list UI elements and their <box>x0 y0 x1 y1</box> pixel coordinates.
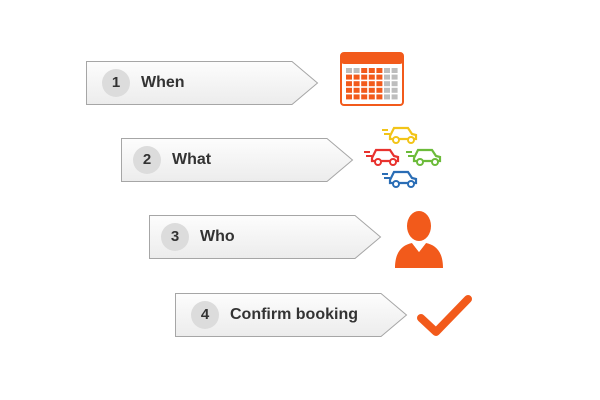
step-arrow-shape <box>121 138 354 182</box>
step-who[interactable]: 3 Who <box>149 215 382 259</box>
calendar-day-cell <box>368 94 375 100</box>
calendar-day-cell <box>361 87 368 93</box>
calendar-day-cell <box>384 87 390 93</box>
car-red-icon <box>364 148 400 166</box>
calendar-day-cell <box>384 74 390 80</box>
calendar-day-cell <box>346 94 352 100</box>
step-when[interactable]: 1 When <box>86 61 319 105</box>
step-what[interactable]: 2 What <box>121 138 354 182</box>
calendar-day-cell <box>353 81 360 87</box>
step-arrow-shape <box>149 215 382 259</box>
calendar-day-cell <box>361 74 368 80</box>
car-green-icon <box>406 148 442 166</box>
step-label: When <box>141 74 185 91</box>
calendar-day-cell <box>391 87 398 93</box>
step-confirm-booking[interactable]: 4 Confirm booking <box>175 293 408 337</box>
checkmark-icon <box>417 295 472 336</box>
calendar-day-cell <box>346 87 352 93</box>
car-blue-icon <box>382 170 418 188</box>
calendar-day-cell <box>391 68 398 73</box>
calendar-day-cell <box>391 81 398 87</box>
step-label: What <box>172 151 212 168</box>
calendar-day-cell <box>384 68 390 73</box>
calendar-day-cell <box>353 68 360 73</box>
step-arrow-shape <box>175 293 408 337</box>
calendar-day-cell <box>391 74 398 80</box>
calendar-day-cell <box>368 87 375 93</box>
calendar-day-cell <box>376 94 383 100</box>
calendar-day-cell <box>346 68 352 73</box>
step-number: 3 <box>161 223 189 251</box>
calendar-day-cell <box>353 87 360 93</box>
calendar-day-cell <box>376 68 383 73</box>
calendar-day-cell <box>361 94 368 100</box>
calendar-day-cell <box>384 81 390 87</box>
calendar-day-cell <box>391 94 398 100</box>
person-icon <box>395 211 443 268</box>
car-yellow-icon <box>382 126 418 144</box>
calendar-day-cell <box>376 74 383 80</box>
calendar-icon <box>340 52 404 106</box>
step-label: Who <box>200 228 235 245</box>
step-number: 1 <box>102 69 130 97</box>
calendar-day-cell <box>346 81 352 87</box>
calendar-day-cell <box>353 94 360 100</box>
calendar-day-cell <box>376 81 383 87</box>
calendar-day-cell <box>361 68 368 73</box>
step-arrow-shape <box>86 61 319 105</box>
calendar-day-cell <box>368 68 375 73</box>
calendar-day-cell <box>368 74 375 80</box>
calendar-day-cell <box>368 81 375 87</box>
calendar-day-cell <box>353 74 360 80</box>
calendar-day-cell <box>384 94 390 100</box>
step-number: 2 <box>133 146 161 174</box>
calendar-day-cell <box>346 74 352 80</box>
calendar-day-cell <box>376 87 383 93</box>
step-label: Confirm booking <box>230 306 358 323</box>
calendar-day-cell <box>361 81 368 87</box>
cars-icon <box>364 126 442 188</box>
step-number: 4 <box>191 301 219 329</box>
